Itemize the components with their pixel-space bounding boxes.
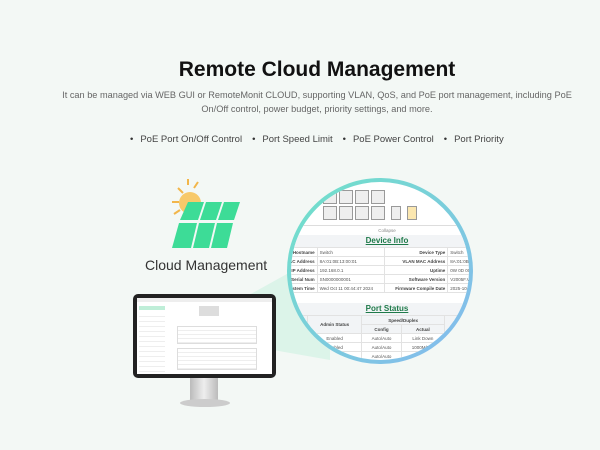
page-title: Remote Cloud Management [178,58,456,81]
port-icon [339,190,353,204]
monitor-stand [190,378,218,400]
port-cell: Link Down [400,351,446,360]
port-cell: Auto/Auto [361,351,402,360]
port-icon [371,190,385,204]
info-value: 8A:01:0B:13:00:01 [316,256,385,266]
col-flow-control: Flow Control [444,315,469,334]
port-icon [323,190,337,204]
port-cell: Disabled [444,342,469,352]
port-cell: Auto/Auto [361,333,402,343]
feature-item: Port Priority [444,134,504,145]
monitor-base [180,399,230,407]
info-key: Uptime [383,265,449,275]
port-icon [355,206,369,220]
info-key: Software Version [383,274,449,284]
collapse-button[interactable]: Collapse [291,225,469,233]
info-key: VLAN MAC Address [383,256,449,266]
description: It can be managed via WEB GUI or RemoteM… [62,90,572,114]
port-icon [339,206,353,220]
feature-list: PoE Port On/Off Control Port Speed Limit… [130,134,504,145]
info-value: V2005F.V0.3.0 [447,274,469,284]
col-config: Config [361,324,402,334]
col-actual: Actual [400,324,446,334]
info-key: Firmware Compile Date [383,283,449,293]
feature-item: PoE Power Control [343,134,434,145]
port-cell: Enabled [306,351,363,360]
port-icon [371,206,385,220]
sfp-port-icon [407,206,417,220]
port-cell: Auto/Auto [361,342,402,352]
col-admin-status: Admin Status [306,315,363,334]
port-cell: Link Down [400,333,446,343]
feature-item: Port Speed Limit [252,134,332,145]
cloud-management-label: Cloud Management [145,257,268,273]
info-value: Switch [316,247,385,257]
info-value: Switch [447,247,469,257]
monitor-screen [137,298,272,374]
col-speed-duplex: Speed/Duplex [361,315,446,325]
device-info-title: Device Info [291,235,469,247]
info-value: 0W 0D 00H04M [447,265,469,275]
port-cell: Enabled [306,342,363,352]
monitor [133,294,276,378]
port-panel [323,190,469,204]
info-value: SN0000000001 [316,274,385,284]
info-value: 192.168.0.1 [316,265,385,275]
port-cell: 1000M/Full [400,342,446,352]
info-key: MAC Address [291,256,318,266]
port-status-title: Port Status [291,303,469,315]
info-key: System Time [291,283,318,293]
info-value: Wed Oct 11 00:44:47 2024 [316,283,385,293]
port-cell: Enabled [306,333,363,343]
info-key: Serial Num [291,274,318,284]
port-icon [323,206,337,220]
port-icon [355,190,369,204]
feature-item: PoE Port On/Off Control [130,134,242,145]
info-key: Hostname [291,247,318,257]
sfp-port-icon [391,206,401,220]
info-value: 8A:01:0B:13:00:01 [447,256,469,266]
solar-cloud-icon [172,179,240,248]
port-cell: Disabled [444,351,469,360]
info-value: 2025-10-09 11: [447,283,469,293]
port-cell: Disabled [444,333,469,343]
info-key: Device Type [383,247,449,257]
info-key: IP Address [291,265,318,275]
